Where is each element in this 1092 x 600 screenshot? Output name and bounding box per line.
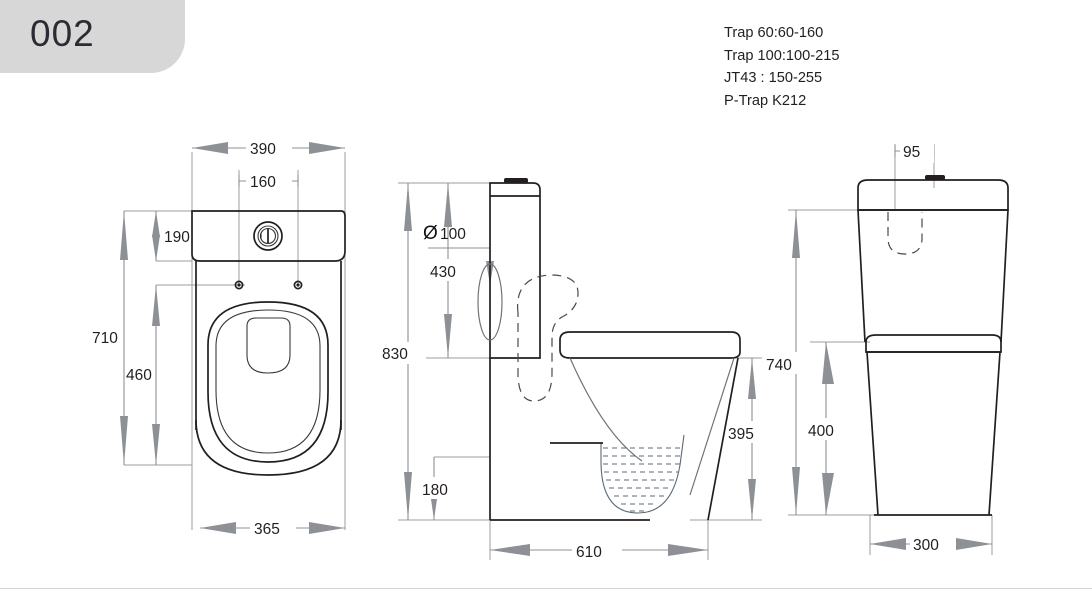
dimension-label: 95	[903, 144, 920, 161]
cistern-outline-plan	[191, 210, 346, 262]
inlet-hidden-outline	[887, 212, 923, 255]
cistern-body-front	[857, 209, 1009, 343]
bowl-body-front	[866, 351, 1001, 516]
dimension-390: 390	[192, 136, 345, 160]
bowl-opening-plan	[246, 317, 291, 374]
side-elevation-view: 830 430 Ø 100 180	[382, 178, 774, 562]
cistern-outline-front	[857, 179, 1009, 211]
bolt-hole-right	[293, 280, 303, 290]
bowl-body-side	[707, 357, 739, 521]
dimension-label: 180	[422, 482, 448, 499]
seat-slab-side	[559, 331, 741, 359]
bowl-body-plan	[195, 261, 342, 430]
diameter-symbol: Ø	[423, 223, 438, 244]
water-hatching	[603, 447, 682, 512]
bowl-inner-rear	[569, 357, 643, 462]
spec-notes-block: Trap 60:60-160 Trap 100:100-215 JT43 : 1…	[724, 22, 839, 112]
seat-outer-plan	[207, 301, 329, 463]
flush-button-side[interactable]	[504, 178, 528, 183]
dimension-label: 400	[808, 423, 834, 440]
dimension-395: 395	[726, 358, 774, 520]
dimension-740: 740	[766, 210, 814, 515]
dimension-190: 190	[152, 211, 190, 261]
dimension-95: 95	[894, 139, 935, 163]
seat-inner-ring-plan	[215, 309, 321, 454]
bolt-hole-left	[234, 280, 244, 290]
p-trap-hidden-outline	[517, 274, 579, 402]
cistern-outline-side	[489, 182, 541, 359]
dimension-400: 400	[804, 342, 854, 515]
dimension-180: 180	[420, 457, 464, 520]
outlet-pipe-section	[477, 263, 503, 341]
spec-line: Trap 100:100-215	[724, 47, 840, 64]
model-number-label: 002	[30, 13, 95, 54]
dimension-label: 390	[250, 141, 276, 158]
dimension-label: 160	[250, 174, 276, 191]
model-badge: 002	[0, 0, 185, 73]
dimension-label: 190	[164, 229, 190, 246]
dimension-label: 830	[382, 346, 408, 363]
seat-band-front	[865, 334, 1002, 353]
dimension-830: 830	[382, 183, 426, 520]
dimension-710: 710	[92, 211, 128, 465]
bowl-skirt-plan	[195, 419, 342, 476]
dimension-label: 710	[92, 330, 118, 347]
front-elevation-view: 95 740 400 300	[766, 139, 1009, 556]
dimension-label: 740	[766, 357, 792, 374]
water-basin-outline	[600, 434, 685, 514]
dimension-label: 430	[430, 264, 456, 281]
spec-line: JT43 : 150-255	[724, 70, 823, 86]
dimension-label: 610	[576, 544, 602, 561]
dimension-365: 365	[200, 516, 345, 540]
flush-button-plan[interactable]	[253, 221, 283, 251]
dimension-label: 365	[254, 521, 280, 538]
dimension-label: 460	[126, 367, 152, 384]
footer-divider	[0, 588, 1092, 589]
callout-diameter-100: Ø 100	[423, 223, 494, 285]
dimension-430: 430	[426, 183, 474, 358]
callout-label: 100	[440, 226, 466, 243]
dimension-300: 300	[870, 532, 992, 556]
dimension-label: 300	[913, 537, 939, 554]
plan-view: 390 160 190 710 460	[92, 136, 346, 540]
flush-button-front[interactable]	[925, 175, 945, 180]
dimension-160: 160	[238, 169, 299, 193]
spec-line: Trap 60:60-160	[724, 25, 824, 41]
dimension-460: 460	[126, 285, 160, 465]
dimension-label: 395	[728, 426, 754, 443]
bowl-inner-front	[689, 357, 735, 496]
spec-line: P-Trap K212	[724, 92, 807, 109]
dimension-610: 610	[490, 538, 708, 562]
